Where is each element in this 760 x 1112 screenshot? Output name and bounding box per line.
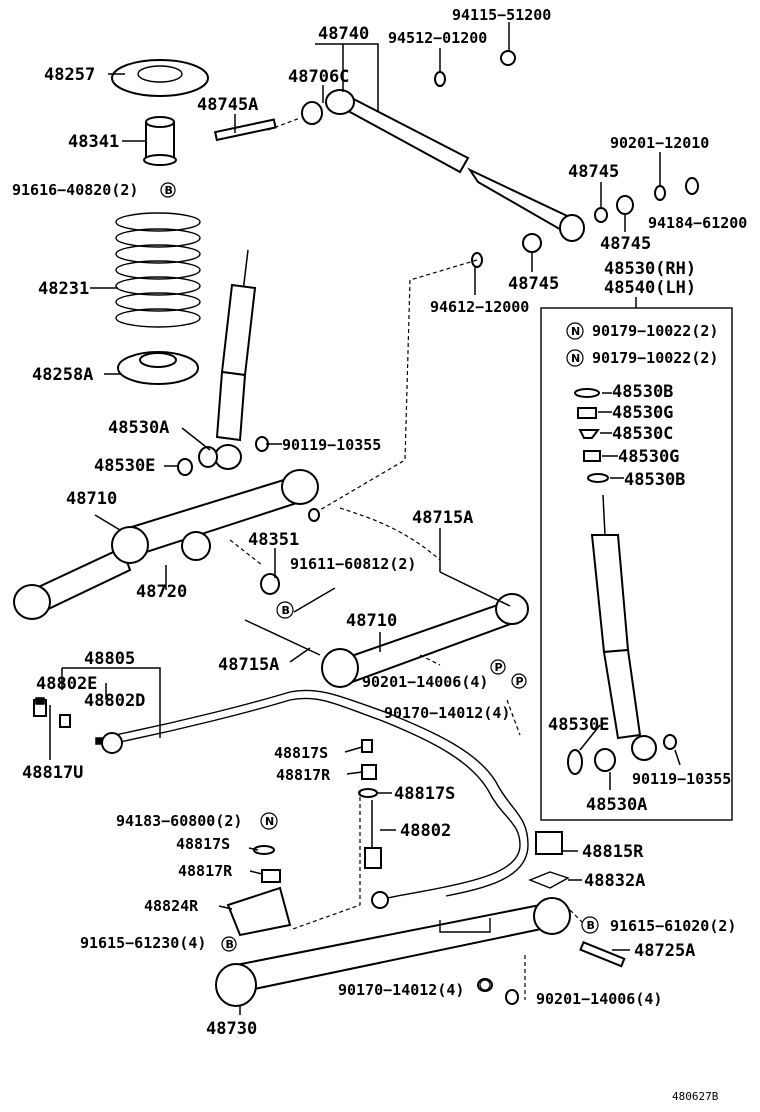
- label-48730: 48730: [206, 1019, 257, 1039]
- label-48715a-a: 48715A: [412, 508, 473, 528]
- label-48530c: 48530C: [612, 424, 673, 444]
- small-fasteners: [35, 697, 103, 745]
- label-48720: 48720: [136, 582, 187, 602]
- label-48258a: 48258A: [32, 365, 93, 385]
- label-48745-a: 48745: [568, 162, 619, 182]
- svg-text:N: N: [571, 352, 580, 365]
- label-48824r: 48824R: [144, 897, 199, 915]
- leader-lines: [49, 22, 681, 1015]
- label-48530e-a: 48530E: [94, 456, 155, 476]
- marker-p-3: [479, 979, 491, 991]
- label-94612-12000: 94612−12000: [430, 298, 529, 316]
- label-90179-10022-b: 90179−10022(2): [592, 349, 718, 367]
- svg-text:B: B: [587, 919, 595, 932]
- label-48815r: 48815R: [582, 842, 644, 862]
- label-90201-14006-a: 90201−14006(4): [362, 673, 488, 691]
- label-90170-14012-a: 90170−14012(4): [384, 704, 510, 722]
- label-48715a-b: 48715A: [218, 655, 279, 675]
- label-48802d: 48802D: [84, 691, 145, 711]
- label-48231: 48231: [38, 279, 89, 299]
- part-labels: 94115−51200 48740 94512−01200 48257 4870…: [12, 6, 747, 1103]
- label-48530b-a: 48530B: [612, 382, 673, 402]
- stabilizer-bar-illustration: [33, 689, 570, 937]
- label-48802: 48802: [400, 821, 451, 841]
- label-48802e: 48802E: [36, 674, 97, 694]
- label-48530-rh: 48530(RH): [604, 259, 696, 279]
- coil-spring-illustration: [111, 59, 209, 385]
- upper-control-arm-illustration: [213, 50, 699, 268]
- label-91611-60812: 91611−60812(2): [290, 555, 416, 573]
- svg-text:B: B: [226, 938, 234, 951]
- label-91615-61020: 91615−61020(2): [610, 917, 736, 935]
- label-48832a: 48832A: [584, 871, 645, 891]
- label-48341: 48341: [68, 132, 119, 152]
- label-48817u: 48817U: [22, 763, 83, 783]
- circled-markers: B B B B N N N P P: [160, 182, 599, 991]
- marker-p-1: P: [490, 659, 506, 675]
- marker-n-3: N: [260, 812, 278, 830]
- label-48351: 48351: [248, 530, 299, 550]
- label-94184-61200: 94184−61200: [648, 214, 747, 232]
- label-94183-60800: 94183−60800(2): [116, 812, 242, 830]
- label-48257: 48257: [44, 65, 95, 85]
- label-91616-40820: 91616−40820(2): [12, 181, 138, 199]
- marker-p-2: P: [511, 673, 527, 689]
- marker-n-2: N: [566, 349, 584, 367]
- label-48725a: 48725A: [634, 941, 695, 961]
- label-90201-12010: 90201−12010: [610, 134, 709, 152]
- label-48710-b: 48710: [346, 611, 397, 631]
- label-48817s-c: 48817S: [176, 835, 230, 853]
- label-48530a-b: 48530A: [586, 795, 647, 815]
- label-94115-51200: 94115−51200: [452, 6, 551, 24]
- label-48530e-b: 48530E: [548, 715, 609, 735]
- svg-text:N: N: [265, 815, 274, 828]
- svg-text:P: P: [516, 675, 524, 688]
- shock-absorber-left-illustration: [177, 249, 269, 476]
- marker-b-2: B: [276, 601, 294, 619]
- label-48740: 48740: [318, 24, 369, 44]
- label-90119-10355-a: 90119−10355: [282, 436, 381, 454]
- label-90179-10022-a: 90179−10022(2): [592, 322, 718, 340]
- label-48817r-a: 48817R: [276, 766, 331, 784]
- label-48530a-a: 48530A: [108, 418, 169, 438]
- shock-absorber-box: [540, 307, 733, 821]
- figure-code: 480627B: [672, 1090, 719, 1103]
- label-90201-14006-b: 90201−14006(4): [536, 990, 662, 1008]
- lower-control-arm-illustration: [13, 469, 529, 688]
- label-48745-c: 48745: [508, 274, 559, 294]
- trailing-arm-illustration: [215, 897, 626, 1007]
- marker-b-1: B: [160, 182, 176, 198]
- label-48805: 48805: [84, 649, 135, 669]
- label-90170-14012-b: 90170−14012(4): [338, 981, 464, 999]
- label-48817s-a: 48817S: [274, 744, 328, 762]
- label-94512-01200: 94512−01200: [388, 29, 487, 47]
- marker-n-1: N: [566, 322, 584, 340]
- label-48710-a: 48710: [66, 489, 117, 509]
- marker-b-3: B: [581, 916, 599, 934]
- label-48745-b: 48745: [600, 234, 651, 254]
- svg-text:B: B: [165, 184, 173, 197]
- label-90119-10355-b: 90119−10355: [632, 770, 731, 788]
- svg-text:P: P: [495, 661, 503, 674]
- svg-text:N: N: [571, 325, 580, 338]
- label-48817s-b: 48817S: [394, 784, 455, 804]
- svg-text:B: B: [282, 604, 290, 617]
- label-48745a: 48745A: [197, 95, 258, 115]
- label-48530b-b: 48530B: [624, 470, 685, 490]
- label-48817r-b: 48817R: [178, 862, 233, 880]
- label-48540-lh: 48540(LH): [604, 278, 696, 298]
- label-48706c: 48706C: [288, 67, 349, 87]
- label-91615-61230: 91615−61230(4): [80, 934, 206, 952]
- label-48530g-b: 48530G: [618, 447, 679, 467]
- label-48530g-a: 48530G: [612, 403, 673, 423]
- marker-b-4: B: [221, 936, 237, 952]
